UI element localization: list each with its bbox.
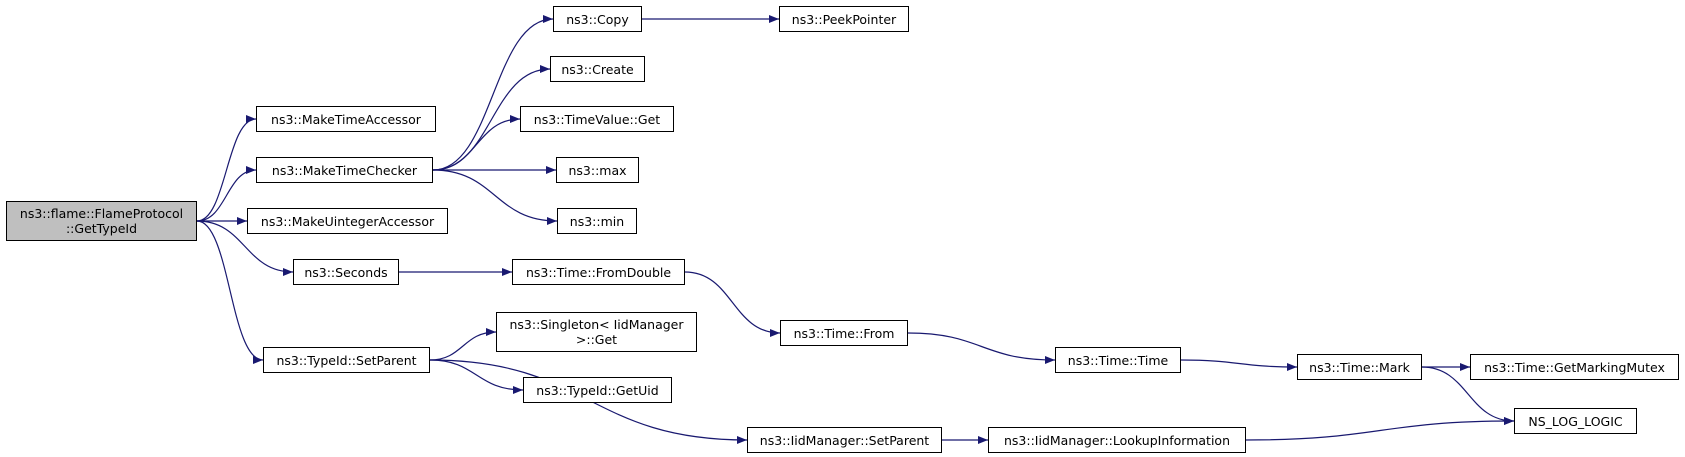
node-label: ns3::min <box>569 213 625 229</box>
node-label: ns3::MakeTimeAccessor <box>271 111 421 127</box>
edge-getTypeId-to-makeTimeAccessor <box>196 115 257 222</box>
edge-timeMark-to-nsLogLogic <box>1421 366 1515 425</box>
node-lookupInformation[interactable]: ns3::IidManager::LookupInformation <box>988 427 1246 453</box>
node-typeIdGetUid[interactable]: ns3::TypeId::GetUid <box>523 377 672 403</box>
node-timeValueGet[interactable]: ns3::TimeValue::Get <box>520 106 674 132</box>
edge-getTypeId-to-seconds <box>196 220 294 276</box>
node-label: NS_LOG_LOGIC <box>1528 413 1623 429</box>
node-label: ns3::max <box>568 162 627 178</box>
node-label: ns3::MakeUintegerAccessor <box>260 213 435 229</box>
node-iidSetParent[interactable]: ns3::IidManager::SetParent <box>747 427 942 453</box>
node-timeTime[interactable]: ns3::Time::Time <box>1055 347 1181 373</box>
edge-lookupInformation-to-nsLogLogic <box>1245 417 1515 441</box>
node-makeTimeAccessor[interactable]: ns3::MakeTimeAccessor <box>256 106 436 132</box>
node-getTypeId[interactable]: ns3::flame::FlameProtocol::GetTypeId <box>6 201 197 241</box>
edge-timeFromDouble-to-timeFrom <box>684 271 781 337</box>
node-label: ns3::Seconds <box>304 264 388 280</box>
node-label: ns3::TimeValue::Get <box>533 111 661 127</box>
node-label: ns3::Time::GetMarkingMutex <box>1484 359 1665 375</box>
node-label: ns3::IidManager::LookupInformation <box>1003 432 1230 448</box>
node-label: ns3::flame::FlameProtocol <box>19 206 184 221</box>
node-makeUintegerAccessor[interactable]: ns3::MakeUintegerAccessor <box>247 208 448 234</box>
edge-makeTimeChecker-to-copy <box>432 15 554 171</box>
node-seconds[interactable]: ns3::Seconds <box>293 259 399 285</box>
node-singletonGet[interactable]: ns3::Singleton< IidManager >::Get <box>496 312 697 352</box>
node-min[interactable]: ns3::min <box>557 208 637 234</box>
edge-makeTimeChecker-to-timeValueGet <box>432 115 521 171</box>
node-label: ns3::TypeId::SetParent <box>276 352 417 368</box>
edge-typeIdSetParent-to-singletonGet <box>429 328 497 361</box>
node-timeFromDouble[interactable]: ns3::Time::FromDouble <box>512 259 685 285</box>
node-timeFrom[interactable]: ns3::Time::From <box>780 320 908 346</box>
node-getMarkingMutex[interactable]: ns3::Time::GetMarkingMutex <box>1470 354 1679 380</box>
edge-timeFrom-to-timeTime <box>907 332 1056 364</box>
node-label: ns3::Time::Mark <box>1309 359 1410 375</box>
node-label: ns3::Time::FromDouble <box>525 264 672 280</box>
node-typeIdSetParent[interactable]: ns3::TypeId::SetParent <box>263 347 430 373</box>
node-label: ns3::IidManager::SetParent <box>759 432 930 448</box>
node-label: ns3::PeekPointer <box>791 11 897 27</box>
node-label: ns3::Copy <box>566 11 629 27</box>
node-timeMark[interactable]: ns3::Time::Mark <box>1297 354 1422 380</box>
edge-getTypeId-to-typeIdSetParent <box>196 220 264 364</box>
node-nsLogLogic[interactable]: NS_LOG_LOGIC <box>1514 408 1637 434</box>
node-copy[interactable]: ns3::Copy <box>553 6 642 32</box>
edge-makeTimeChecker-to-min <box>432 169 558 225</box>
node-label: ::GetTypeId <box>65 221 138 236</box>
node-label: ns3::Create <box>561 61 634 77</box>
node-label: ns3::TypeId::GetUid <box>536 382 659 398</box>
node-max[interactable]: ns3::max <box>556 157 639 183</box>
edge-getTypeId-to-makeTimeChecker <box>196 166 257 222</box>
node-label: ns3::Time::Time <box>1067 352 1169 368</box>
node-label: ns3::Singleton< IidManager <box>509 317 684 332</box>
node-label: ns3::Time::From <box>793 325 895 341</box>
node-create[interactable]: ns3::Create <box>550 56 645 82</box>
edge-typeIdSetParent-to-typeIdGetUid <box>429 359 524 394</box>
node-label: >::Get <box>575 332 618 347</box>
edge-timeTime-to-timeMark <box>1180 359 1298 371</box>
node-label: ns3::MakeTimeChecker <box>271 162 418 178</box>
node-peekPointer[interactable]: ns3::PeekPointer <box>779 6 909 32</box>
node-makeTimeChecker[interactable]: ns3::MakeTimeChecker <box>256 157 433 183</box>
